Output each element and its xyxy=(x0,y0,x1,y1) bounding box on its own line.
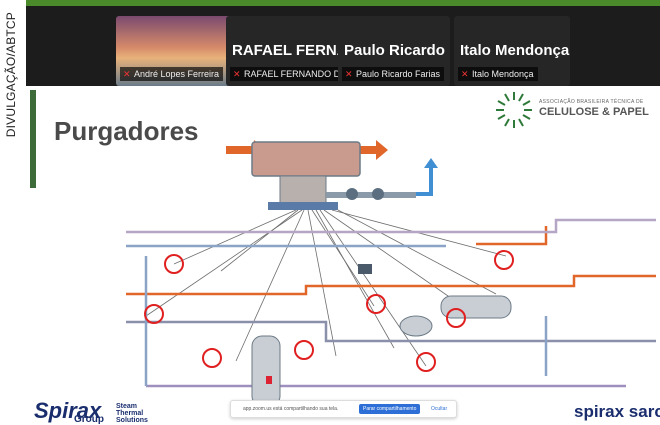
steam-trap-diagram xyxy=(126,140,656,407)
logo-subtitle: ASSOCIAÇÃO BRASILEIRA TÉCNICA DE xyxy=(539,99,644,105)
steam-thermal-solutions-label: Steam Thermal Solutions xyxy=(116,403,148,424)
participant-name: ✕Paulo Ricardo Farias xyxy=(342,67,445,81)
participant-tile-andre[interactable]: ✕André Lopes Ferreira xyxy=(116,16,234,86)
discharge-pipe xyxy=(416,166,433,196)
valve-icon xyxy=(372,188,384,200)
trap-highlights xyxy=(144,250,514,372)
participant-name: ✕André Lopes Ferreira xyxy=(120,67,224,81)
trap-stem xyxy=(279,175,327,205)
heat-exchanger xyxy=(440,295,512,319)
trap-body xyxy=(251,141,361,177)
shared-slide: Purgadores ASSOCIAÇÃO BRASILEIRA TÉCNICA… xyxy=(26,86,660,424)
vessel xyxy=(399,315,433,337)
outlet-arrow-icon xyxy=(358,140,388,160)
valve-line xyxy=(326,192,416,198)
slide-title: Purgadores xyxy=(54,116,199,146)
participant-name: ✕RAFAEL FERNANDO D... xyxy=(230,67,342,81)
spirax-sarco-logo: spirax sarco xyxy=(574,402,660,421)
pipe-network xyxy=(126,218,656,388)
callout-lines xyxy=(145,209,507,367)
spirax-group-logo: Spirax xyxy=(34,398,102,423)
logo-title: CELULOSE & PAPEL xyxy=(539,106,649,118)
stop-sharing-button[interactable]: Parar compartilhamento xyxy=(359,404,421,414)
screen-share-bar: app.zoom.us está compartilhando sua tela… xyxy=(230,400,457,418)
mic-muted-icon: ✕ xyxy=(345,69,353,79)
discharge-arrow-icon xyxy=(424,158,438,168)
hide-share-bar-link[interactable]: Ocultar xyxy=(431,406,448,412)
participant-tile-italo[interactable]: Italo Mendonça ✕Italo Mendonça xyxy=(454,16,570,86)
participant-name: ✕Italo Mendonça xyxy=(458,67,538,81)
controller-box xyxy=(358,264,372,274)
photo-credit: DIVULGAÇÃO/ABTCP xyxy=(0,0,26,424)
abtcp-logo-icon xyxy=(496,92,532,128)
participant-tile-rafael[interactable]: RAFAEL FERNA... ✕RAFAEL FERNANDO D... xyxy=(226,16,342,86)
mic-muted-icon: ✕ xyxy=(123,69,131,79)
boiler-flame xyxy=(266,376,272,384)
mic-muted-icon: ✕ xyxy=(233,69,241,79)
mic-muted-icon: ✕ xyxy=(461,69,469,79)
slide-accent-bar xyxy=(30,90,36,188)
participant-tile-paulo[interactable]: Paulo Ricardo F... ✕Paulo Ricardo Farias xyxy=(338,16,450,86)
boiler-tank xyxy=(251,335,281,407)
trap-base xyxy=(268,202,338,210)
zoom-participant-strip: ✕André Lopes Ferreira RAFAEL FERNA... ✕R… xyxy=(26,6,660,86)
top-accent-bar xyxy=(26,0,660,6)
valve-icon xyxy=(346,188,358,200)
